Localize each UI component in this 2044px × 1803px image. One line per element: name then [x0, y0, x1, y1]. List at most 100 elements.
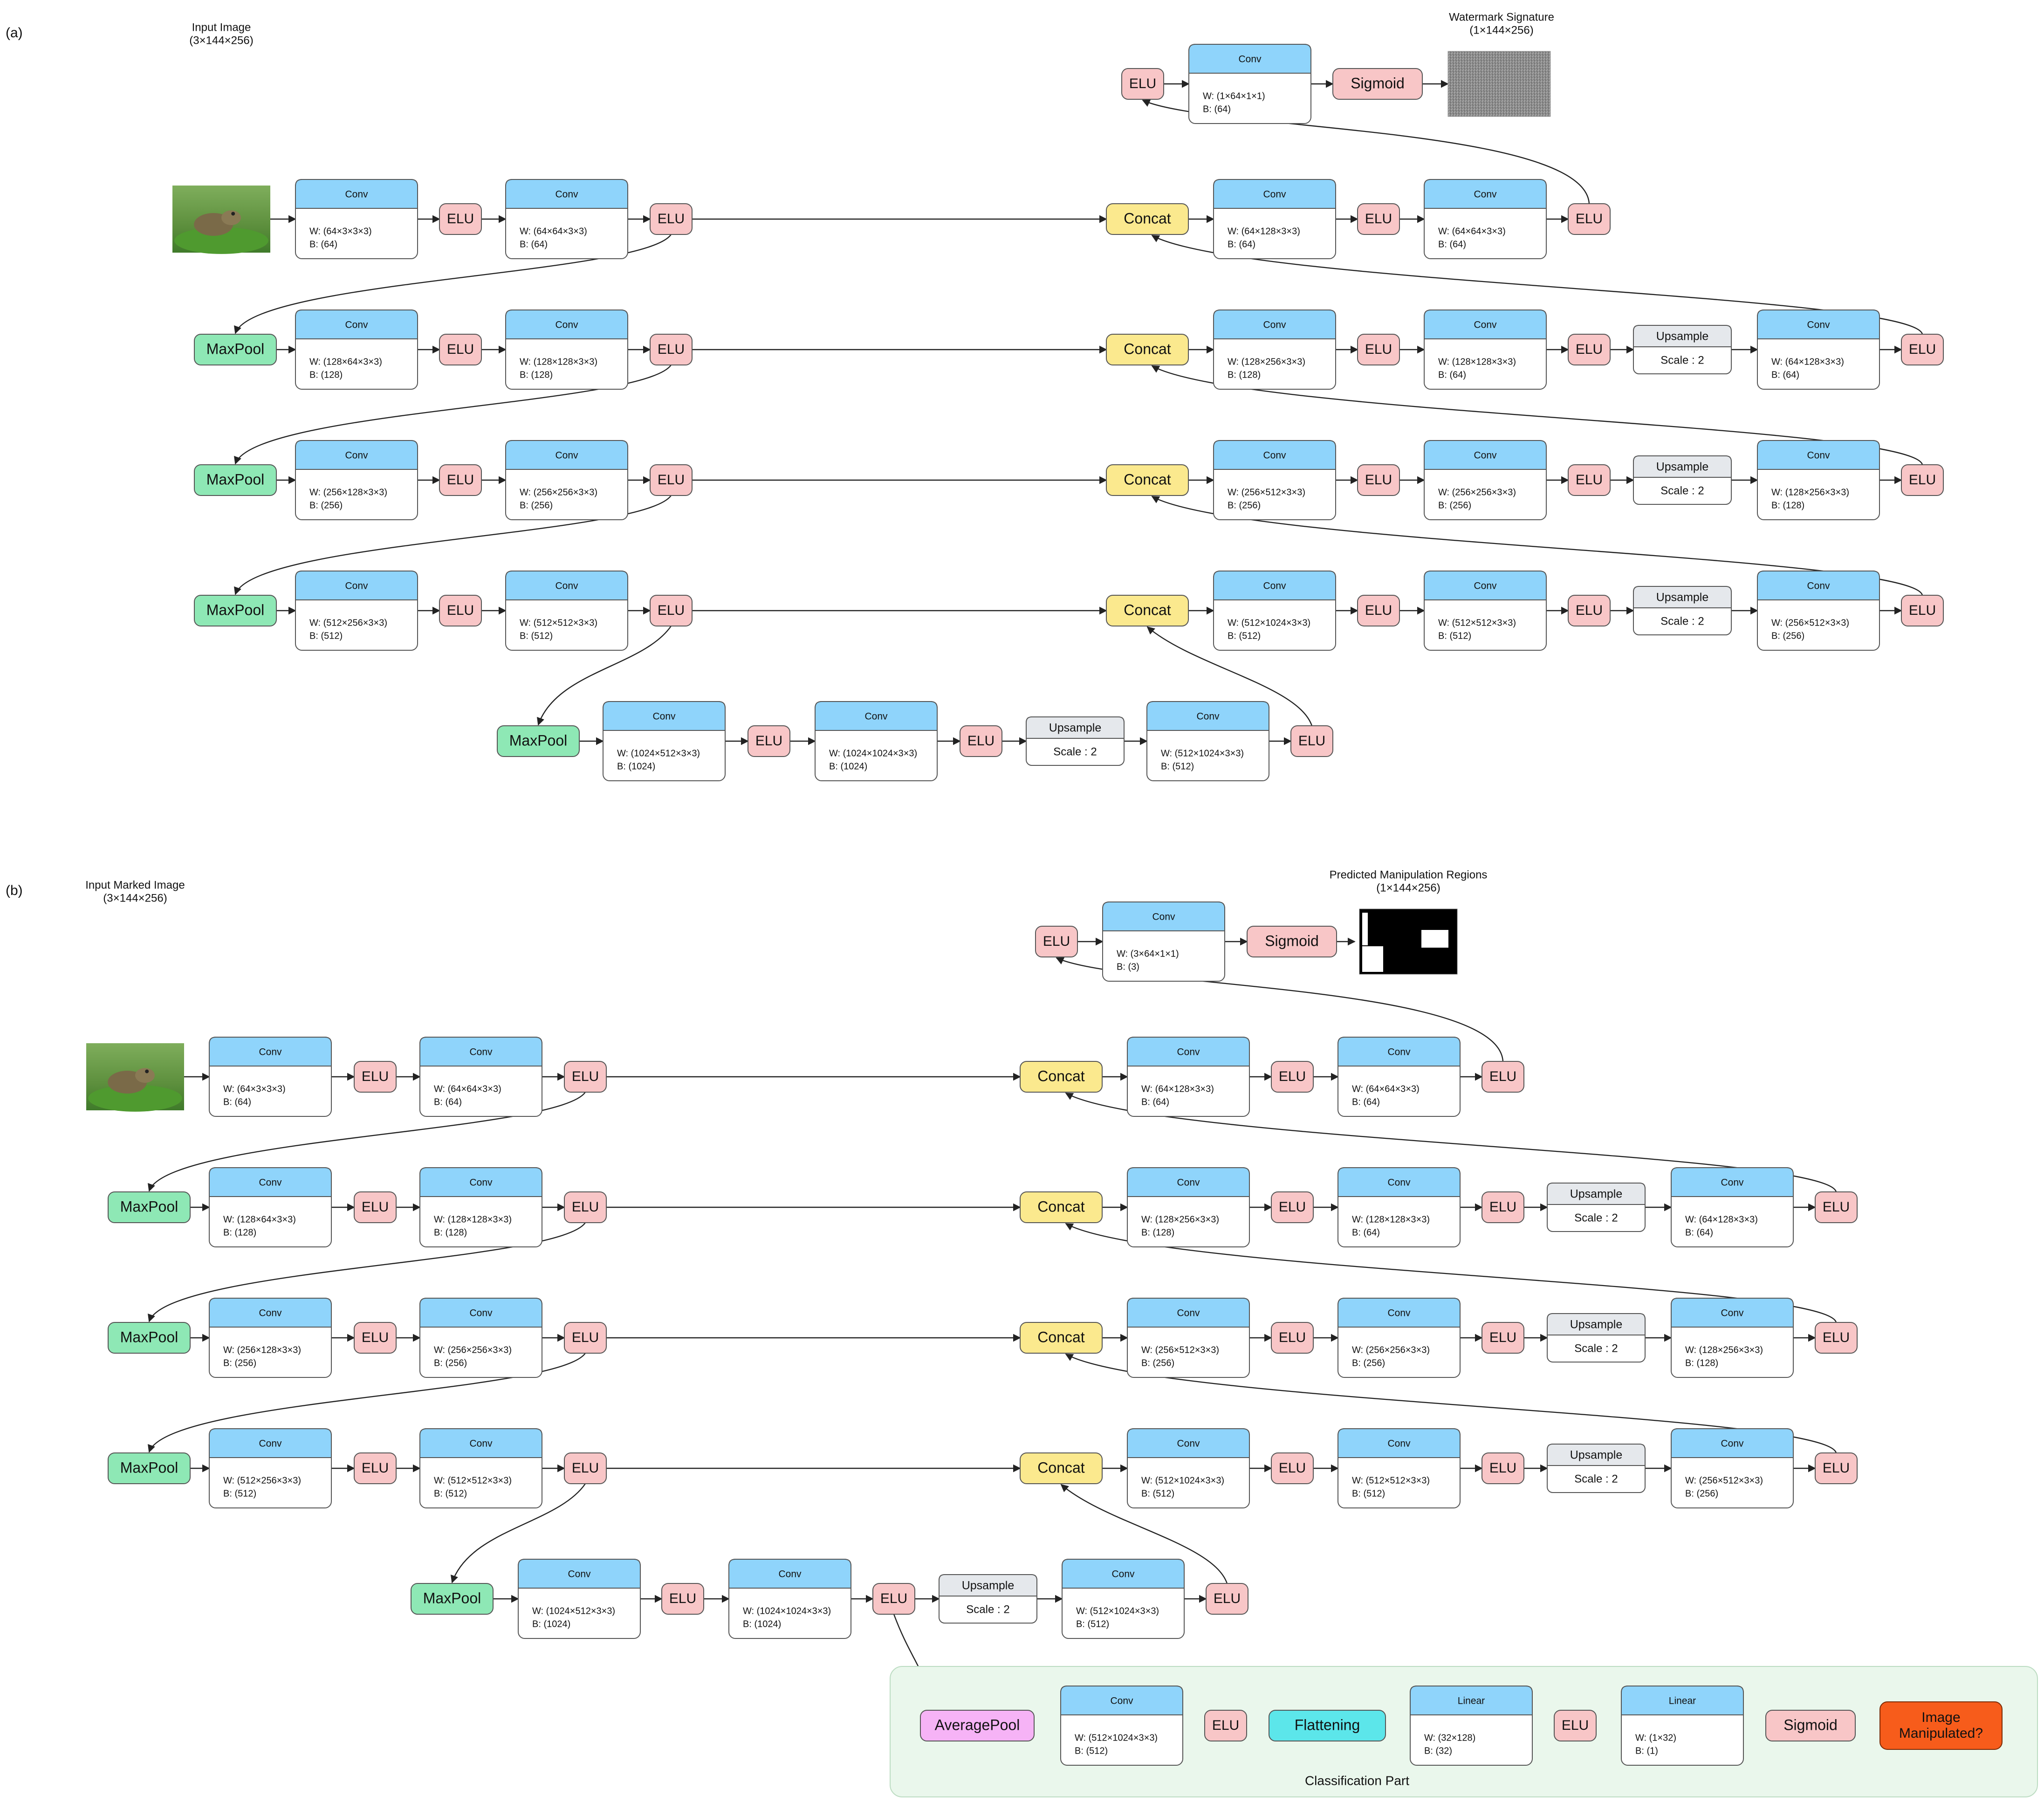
- dec-conv1-1-3-title: Conv: [1177, 1438, 1200, 1449]
- head-elu-1-label: ELU: [1043, 934, 1070, 949]
- dec-elu2-0-1-label: ELU: [1576, 342, 1603, 357]
- enc-elu1-0-3-label: ELU: [447, 603, 474, 618]
- enc-elu2-1-3-box: [564, 1452, 607, 1484]
- skip-arrow: [1146, 626, 1313, 726]
- enc-conv2-1-1-title: Conv: [469, 1177, 493, 1188]
- enc-conv1-1-3-header: [209, 1428, 332, 1458]
- dec-conv2-1-0-title: Conv: [1387, 1047, 1411, 1058]
- head-sigmoid-0-label: Sigmoid: [1351, 75, 1405, 91]
- dec-conv3-1-3-bias: B: (256): [1685, 1488, 1718, 1499]
- dec-conv3-0-1-bias: B: (64): [1771, 370, 1799, 380]
- concat-0-1: Concat: [1106, 334, 1189, 365]
- enc-elu1-1-2: ELU: [354, 1322, 397, 1354]
- output-line2: Manipulated?: [1899, 1726, 1983, 1741]
- concat-0-2-box: [1106, 464, 1189, 496]
- input-image-1-frog-eye: [145, 1069, 149, 1074]
- dec-conv3-0-1-title: Conv: [1807, 320, 1830, 330]
- maxpool-1-3-box: [108, 1452, 191, 1484]
- concat-1-1-box: [1020, 1191, 1103, 1223]
- dec-conv2-1-1-header: [1338, 1167, 1461, 1197]
- dec-elu2-0-1: ELU: [1568, 334, 1611, 365]
- enc-elu2-1-0: ELU: [564, 1061, 607, 1093]
- dec-upsample-1-1-header: [1547, 1183, 1646, 1205]
- head-conv-1-title: Conv: [1152, 912, 1175, 922]
- enc-conv1-1-0-bias: B: (64): [223, 1097, 251, 1107]
- dec-conv2-0-1-bias: B: (64): [1438, 370, 1466, 380]
- dec-elu1-1-3-label: ELU: [1279, 1460, 1306, 1476]
- dec-conv2-1-0-bias: B: (64): [1352, 1097, 1380, 1107]
- maxpool-0-2-box: [194, 464, 277, 496]
- dec-conv2-1-2-bias: B: (256): [1352, 1358, 1385, 1368]
- head-conv-0-title: Conv: [1238, 54, 1262, 65]
- dec-conv1-1-0-bias: B: (64): [1141, 1097, 1169, 1107]
- maxpool-1-3: MaxPool: [108, 1452, 191, 1484]
- concat-1-3-label: Concat: [1037, 1459, 1085, 1476]
- dec-upsample-0-1-scale: Scale : 2: [1660, 354, 1704, 366]
- enc-elu1-1-2-box: [354, 1322, 397, 1354]
- bneck-elu3-1-label: ELU: [1214, 1591, 1241, 1606]
- dec-conv3-1-2-header: [1671, 1298, 1794, 1328]
- bneck-upsample-1-header: [939, 1574, 1037, 1597]
- class-elu2-box: [1554, 1710, 1597, 1741]
- enc-elu2-0-1-box: [650, 334, 693, 365]
- enc-conv2-1-0-header: [419, 1037, 542, 1067]
- maxpool-0-4: MaxPool: [497, 725, 580, 757]
- concat-1-0: Concat: [1020, 1061, 1103, 1093]
- enc-conv2-1-2-title: Conv: [469, 1308, 493, 1319]
- enc-conv2-1-1-weights: W: (128×128×3×3): [434, 1214, 512, 1225]
- enc-elu1-1-1-label: ELU: [362, 1199, 389, 1215]
- dec-elu3-1-2-label: ELU: [1823, 1330, 1850, 1345]
- head-elu-1: ELU: [1035, 926, 1078, 957]
- dec-conv1-1-3-header: [1127, 1428, 1250, 1458]
- dec-conv3-1-3-title: Conv: [1721, 1438, 1744, 1449]
- dec-conv3-1-1-header: [1671, 1167, 1794, 1197]
- maxpool-0-3: MaxPool: [194, 595, 277, 626]
- dec-conv2-0-0-weights: W: (64×64×3×3): [1438, 226, 1506, 236]
- concat-1-2-label: Concat: [1037, 1328, 1085, 1345]
- enc-conv1-1-2-title: Conv: [259, 1308, 282, 1319]
- dec-conv3-1-1-title: Conv: [1721, 1177, 1744, 1188]
- head-elu-1-box: [1035, 926, 1078, 957]
- dec-conv2-1-3-title: Conv: [1387, 1438, 1411, 1449]
- mask-region: [1421, 930, 1448, 948]
- enc-conv1-1-3-title: Conv: [259, 1438, 282, 1449]
- dec-elu2-1-3-label: ELU: [1489, 1460, 1516, 1476]
- enc-elu2-0-3-label: ELU: [658, 603, 685, 618]
- input-image-1: [86, 1043, 184, 1112]
- class-conv-weights: W: (512×1024×3×3): [1075, 1733, 1158, 1743]
- enc-conv2-1-2-weights: W: (256×256×3×3): [434, 1345, 512, 1355]
- dec-elu3-0-3: ELU: [1901, 595, 1944, 626]
- maxpool-1-1: MaxPool: [108, 1191, 191, 1223]
- enc-conv1-0-3-weights: W: (512×256×3×3): [309, 618, 387, 628]
- bneck-elu2-1-label: ELU: [880, 1591, 907, 1606]
- dec-elu2-1-3: ELU: [1482, 1452, 1524, 1484]
- enc-conv2-0-2-bias: B: (256): [520, 500, 553, 510]
- dec-conv1-1-1-weights: W: (128×256×3×3): [1141, 1214, 1219, 1225]
- bneck-elu3-0: ELU: [1290, 725, 1333, 757]
- maxpool-1-3-label: MaxPool: [120, 1459, 178, 1476]
- dec-conv2-1-1-weights: W: (128×128×3×3): [1352, 1214, 1430, 1225]
- bneck-elu2-0-box: [960, 725, 1002, 757]
- dec-conv3-1-1-bias: B: (64): [1685, 1227, 1713, 1238]
- dec-conv2-0-0-title: Conv: [1474, 189, 1497, 200]
- dec-conv2-0-3-weights: W: (512×512×3×3): [1438, 618, 1516, 628]
- enc-elu2-1-3-label: ELU: [572, 1460, 599, 1476]
- bneck-conv2-0-header: [815, 701, 938, 731]
- dec-elu3-1-3-box: [1815, 1452, 1858, 1484]
- dec-conv1-0-0-title: Conv: [1263, 189, 1286, 200]
- dec-elu2-0-0-label: ELU: [1576, 211, 1603, 227]
- input-image-1-grass: [88, 1085, 182, 1112]
- concat-1-3-box: [1020, 1452, 1103, 1484]
- head-conv-1-header: [1102, 902, 1225, 931]
- head-elu-0: ELU: [1121, 68, 1164, 100]
